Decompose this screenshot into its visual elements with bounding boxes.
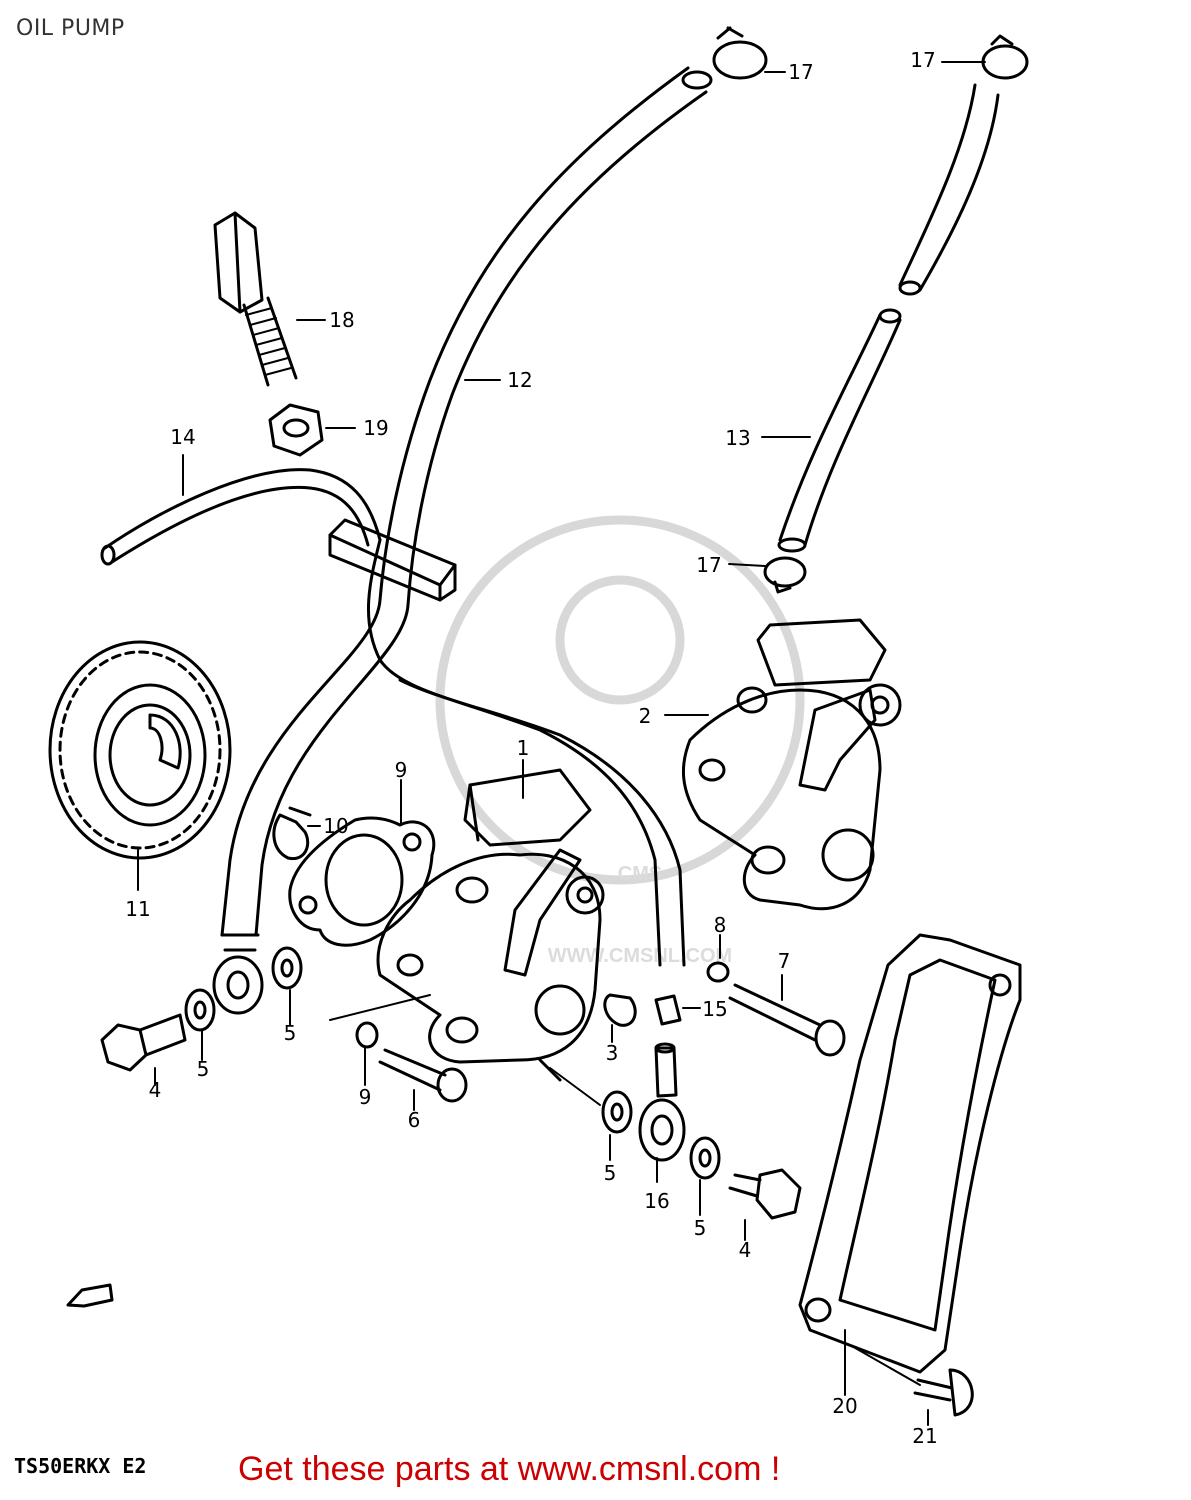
- label-part-11: 11: [125, 897, 150, 921]
- oil-pump-2: [681, 618, 902, 911]
- leader-lines: [137, 61, 986, 1426]
- hose-banjo: [212, 955, 264, 1015]
- label-part-13: 13: [725, 426, 750, 450]
- label-part-7: 7: [778, 949, 791, 973]
- label-part-6-b: 6: [359, 1084, 372, 1108]
- hose-clip-17-b: [981, 34, 1029, 80]
- label-part-19: 19: [363, 416, 388, 440]
- oil-pump-1: [376, 768, 605, 1082]
- label-part-18: 18: [329, 308, 354, 332]
- hose-clip-17-a: [712, 26, 768, 80]
- gasket-9: [288, 816, 436, 947]
- label-part-5-c: 5: [604, 1161, 617, 1185]
- cms-watermark: CMS WWW.CMSNL.COM: [435, 515, 805, 967]
- label-part-21: 21: [912, 1424, 937, 1448]
- label-part-17-c: 17: [696, 553, 721, 577]
- label-part-17-a: 17: [788, 60, 813, 84]
- hose-14: [100, 468, 686, 967]
- nut-19: [268, 403, 324, 457]
- label-part-6-a: 6: [408, 1108, 421, 1132]
- watermark-sub: WWW.CMSNL.COM: [548, 945, 732, 967]
- label-part-2: 2: [639, 704, 652, 728]
- label-part-15: 15: [702, 997, 727, 1021]
- bolt-4-b: [728, 1168, 802, 1220]
- screw-6: [378, 1048, 468, 1103]
- label-part-12: 12: [507, 368, 532, 392]
- part-labels: 1 2 3 4 4 5 5 5 5 6 6 7 8 9 10 11 12 13 …: [125, 48, 937, 1448]
- label-part-20: 20: [832, 1394, 857, 1418]
- hose-13: [777, 83, 1000, 553]
- label-part-9: 9: [395, 758, 408, 782]
- model-code: TS50ERKX E2: [14, 1454, 147, 1478]
- washer-6: [355, 1021, 379, 1049]
- watermark-main: CMS: [618, 863, 662, 885]
- label-part-3: 3: [606, 1041, 619, 1065]
- cover-20: [798, 933, 1022, 1374]
- cap-15: [654, 994, 682, 1026]
- clip-3: [603, 993, 637, 1027]
- adjuster-18: [213, 211, 298, 387]
- page-title: OIL PUMP: [16, 16, 125, 41]
- label-part-10: 10: [323, 814, 348, 838]
- label-part-14: 14: [170, 425, 195, 449]
- washer-5-d: [689, 1136, 721, 1180]
- front-arrow-icon: [66, 1283, 114, 1308]
- label-part-5-d: 5: [694, 1216, 707, 1240]
- cta-link-text[interactable]: Get these parts at www.cmsnl.com !: [238, 1450, 781, 1488]
- bolt-4-a: [100, 1013, 187, 1072]
- washer-8: [706, 961, 730, 983]
- washer-5-c: [601, 1090, 633, 1134]
- screw-21: [913, 1368, 974, 1417]
- label-part-1: 1: [517, 736, 530, 760]
- label-part-17-b: 17: [910, 48, 935, 72]
- drive-gear-11: [48, 640, 232, 860]
- hose-clip-17-c: [763, 556, 807, 594]
- label-part-4-b: 4: [739, 1238, 752, 1262]
- label-part-4-a: 4: [149, 1078, 162, 1102]
- label-part-8: 8: [714, 913, 727, 937]
- screw-7: [728, 983, 846, 1057]
- clamp-10: [272, 806, 312, 861]
- label-part-5-a: 5: [197, 1057, 210, 1081]
- label-part-16: 16: [644, 1189, 669, 1213]
- washer-5-a: [184, 988, 216, 1032]
- label-part-5-b: 5: [284, 1021, 297, 1045]
- union-16: [638, 1042, 686, 1162]
- washer-5-b: [271, 946, 303, 990]
- hose-clamp-bracket: [328, 518, 457, 602]
- hose-12: [220, 66, 713, 952]
